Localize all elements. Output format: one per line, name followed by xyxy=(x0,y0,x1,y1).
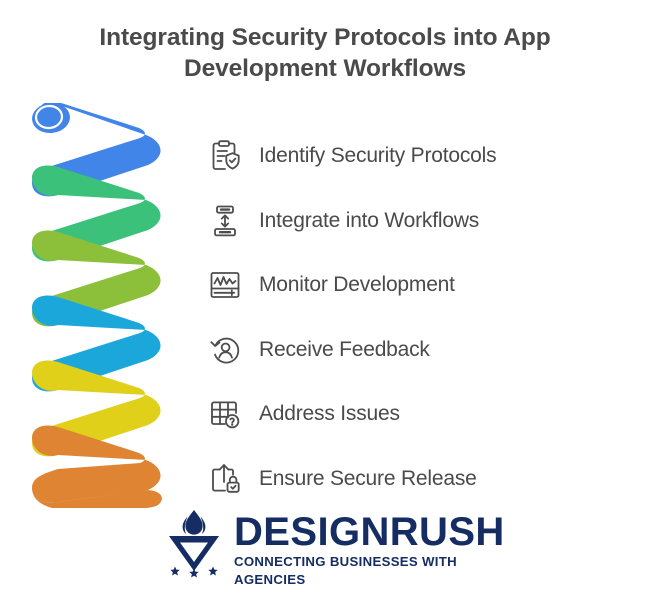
step-item: Address Issues xyxy=(203,382,603,447)
helix-svg xyxy=(32,101,162,512)
designrush-logo: DESIGNRUSH CONNECTING BUSINESSES WITH AG… xyxy=(163,507,508,587)
logo-brand-name: DESIGNRUSH xyxy=(234,510,505,554)
step-item: Identify Security Protocols xyxy=(203,124,603,189)
torch-flame-v-icon xyxy=(163,509,225,579)
step-item: Receive Feedback xyxy=(203,318,603,383)
spiral-coil-6 xyxy=(32,425,162,512)
step-item: Monitor Development xyxy=(203,253,603,318)
step-label: Receive Feedback xyxy=(259,337,430,361)
steps-list: Identify Security Protocols Integrate in… xyxy=(203,124,603,511)
step-item: Integrate into Workflows xyxy=(203,189,603,254)
title-line-2: Development Workflows xyxy=(184,55,466,82)
page-title: Integrating Security Protocols into App … xyxy=(75,22,575,84)
logo-tagline: CONNECTING BUSINESSES WITH AGENCIES xyxy=(234,554,457,587)
integrate-updown-arrows-icon xyxy=(203,199,247,243)
step-label: Address Issues xyxy=(259,402,400,426)
title-line-1: Integrating Security Protocols into App xyxy=(99,24,551,51)
step-label: Integrate into Workflows xyxy=(259,208,480,232)
table-question-mark-icon xyxy=(203,392,247,436)
step-item: Ensure Secure Release xyxy=(203,447,603,512)
logo-text-block: DESIGNRUSH CONNECTING BUSINESSES WITH AG… xyxy=(234,507,508,589)
step-label: Identify Security Protocols xyxy=(259,144,497,168)
v-inner xyxy=(180,542,208,562)
step-label: Monitor Development xyxy=(259,273,455,297)
step-label: Ensure Secure Release xyxy=(259,466,477,490)
upload-lock-check-icon xyxy=(203,457,247,501)
user-refresh-feedback-icon xyxy=(203,328,247,372)
three-stars xyxy=(170,566,218,578)
colored-helix-spiral xyxy=(18,101,183,512)
monitor-waveform-icon xyxy=(203,263,247,307)
flame-shape xyxy=(182,510,206,535)
clipboard-shield-check-icon xyxy=(203,134,247,178)
